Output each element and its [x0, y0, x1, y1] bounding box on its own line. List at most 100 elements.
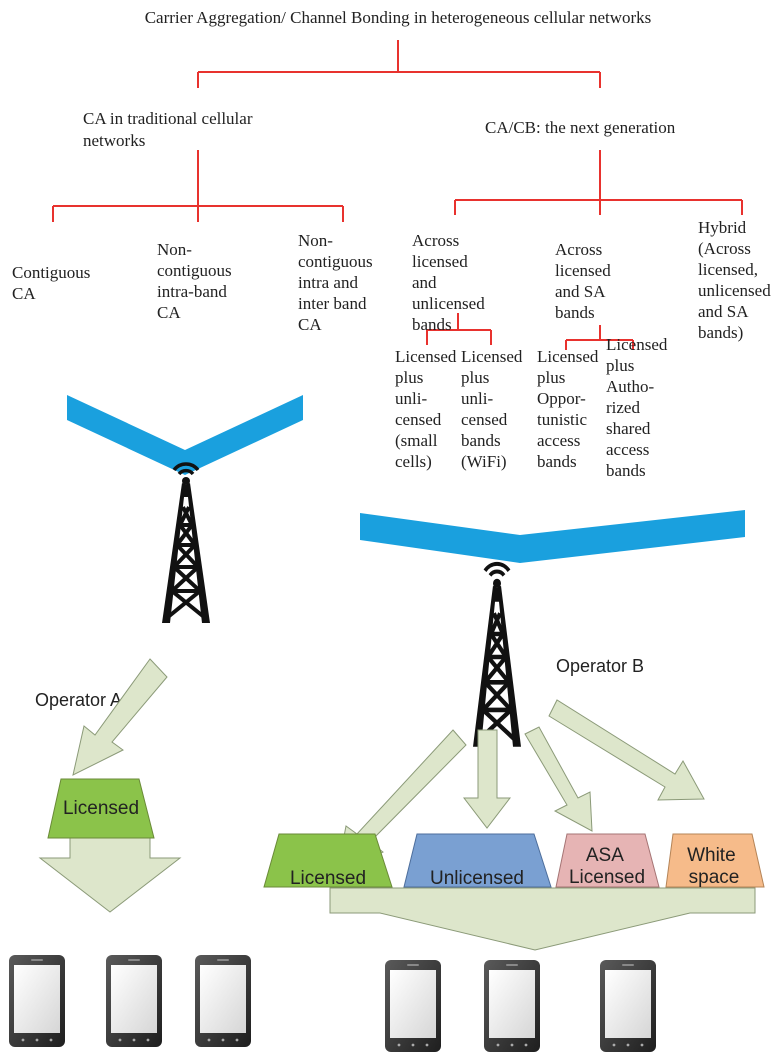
node-hybrid-line: bands): [698, 323, 743, 342]
leaf-licensed-authorized-shared-line: rized: [606, 398, 640, 417]
operator-b-label: Operator B: [556, 656, 644, 676]
node-noncontiguous-intra-band-line: CA: [157, 303, 181, 322]
band-white-space-line: White: [687, 845, 736, 866]
tower-operator-a-icon: [160, 462, 212, 625]
leaf-licensed-wifi-line: (WiFi): [461, 452, 507, 471]
node-noncontiguous-intra-band-line: contiguous: [157, 261, 232, 280]
node-across-licensed-sa: Across licensed and SA bands: [555, 240, 615, 322]
leaf-licensed-small-cells-line: censed: [395, 410, 442, 429]
leaf-licensed-authorized-shared-line: shared: [606, 419, 651, 438]
band-licensed-b-label: Licensed: [290, 868, 366, 889]
node-hybrid-line: Hybrid: [698, 218, 747, 237]
leaf-licensed-opportunistic-line: plus: [537, 368, 565, 387]
phone-icon: [195, 955, 251, 1047]
node-noncontiguous-intra-inter-band-line: CA: [298, 315, 322, 334]
node-across-licensed-unlicensed-line: unlicensed: [412, 294, 485, 313]
arrow-b-to-asa: [524, 726, 593, 832]
right-funnel-banner: [360, 510, 745, 563]
node-noncontiguous-intra-inter-band-line: inter band: [298, 294, 367, 313]
leaf-licensed-small-cells: Licensed plus unli- censed (small cells): [395, 347, 461, 471]
phone-icon: [9, 955, 65, 1047]
node-ca-traditional-line: networks: [83, 131, 145, 150]
node-noncontiguous-intra-inter-band-line: Non-: [298, 231, 333, 250]
node-noncontiguous-intra-band: Non- contiguous intra-band CA: [157, 240, 236, 322]
phone-icon: [106, 955, 162, 1047]
band-white-space: [665, 833, 765, 888]
leaf-licensed-opportunistic-line: access: [537, 431, 580, 450]
leaf-licensed-wifi-line: censed: [461, 410, 508, 429]
band-white-space-line: space: [689, 867, 740, 888]
node-noncontiguous-intra-inter-band-line: contiguous: [298, 252, 373, 271]
node-noncontiguous-intra-band-line: Non-: [157, 240, 192, 259]
node-hybrid-line: unlicensed: [698, 281, 771, 300]
band-licensed-a-label: Licensed: [63, 798, 139, 819]
leaf-licensed-small-cells-line: Licensed: [395, 347, 457, 366]
leaf-licensed-opportunistic-line: Licensed: [537, 347, 599, 366]
leaf-licensed-opportunistic: Licensed plus Oppor- tunistic access ban…: [537, 347, 603, 471]
node-across-licensed-sa-line: bands: [555, 303, 595, 322]
tower-operator-b-icon: [473, 564, 521, 747]
band-asa-licensed-line: ASA: [586, 845, 624, 866]
band-asa-licensed-line: Licensed: [569, 867, 645, 888]
arrow-operator-a-to-licensed: [72, 658, 168, 776]
leaf-licensed-small-cells-line: unli-: [395, 389, 427, 408]
node-hybrid: Hybrid (Across licensed, unlicensed and …: [698, 218, 775, 342]
arrow-b-to-white-space: [548, 699, 705, 801]
node-noncontiguous-intra-band-line: intra-band: [157, 282, 227, 301]
node-noncontiguous-intra-inter-band: Non- contiguous intra and inter band CA: [298, 231, 377, 334]
leaf-licensed-wifi-line: Licensed: [461, 347, 523, 366]
leaf-licensed-authorized-shared-line: bands: [606, 461, 646, 480]
leaf-licensed-wifi-line: unli-: [461, 389, 493, 408]
arrow-b-to-unlicensed: [462, 729, 512, 829]
arrow-licensed-to-phones-a: [38, 832, 182, 913]
node-noncontiguous-intra-inter-band-line: intra and: [298, 273, 358, 292]
node-ca-traditional: CA in traditional cellular networks: [83, 109, 257, 150]
leaf-licensed-opportunistic-line: tunistic: [537, 410, 588, 429]
leaf-licensed-authorized-shared: Licensed plus Autho- rized shared access…: [606, 335, 672, 480]
leaf-licensed-authorized-shared-line: Licensed: [606, 335, 668, 354]
band-licensed-a: [47, 778, 155, 839]
leaf-licensed-wifi-line: plus: [461, 368, 489, 387]
node-across-licensed-unlicensed-line: licensed: [412, 252, 468, 271]
node-across-licensed-sa-line: Across: [555, 240, 602, 259]
leaf-licensed-authorized-shared-line: access: [606, 440, 649, 459]
node-across-licensed-sa-line: licensed: [555, 261, 611, 280]
band-asa-licensed-label: ASA Licensed: [569, 845, 645, 888]
leaf-licensed-wifi: Licensed plus unli- censed bands (WiFi): [461, 347, 527, 471]
node-contiguous-ca: Contiguous CA: [12, 263, 95, 303]
left-funnel-banner: [67, 395, 303, 475]
band-licensed-b: [263, 833, 393, 888]
leaf-licensed-opportunistic-line: bands: [537, 452, 577, 471]
leaf-licensed-authorized-shared-line: plus: [606, 356, 634, 375]
node-ca-next-generation: CA/CB: the next generation: [485, 118, 676, 137]
node-across-licensed-unlicensed-line: bands: [412, 315, 452, 334]
band-unlicensed-label: Unlicensed: [430, 868, 524, 889]
arrow-bands-to-phones-b: [329, 887, 756, 951]
node-across-licensed-unlicensed-line: Across: [412, 231, 459, 250]
node-contiguous-ca-line: CA: [12, 284, 36, 303]
node-across-licensed-unlicensed-line: and: [412, 273, 437, 292]
band-unlicensed: [403, 833, 552, 888]
band-white-space-label: White space: [687, 845, 741, 888]
operator-a-label: Operator A: [35, 690, 122, 710]
phone-icon: [600, 960, 656, 1052]
diagram-title: Carrier Aggregation/ Channel Bonding in …: [145, 8, 652, 27]
leaf-licensed-small-cells-line: cells): [395, 452, 432, 471]
node-hybrid-line: licensed,: [698, 260, 758, 279]
phone-icon: [385, 960, 441, 1052]
arrows: [38, 658, 756, 951]
leaf-licensed-authorized-shared-line: Autho-: [606, 377, 655, 396]
leaf-licensed-small-cells-line: (small: [395, 431, 438, 450]
leaf-licensed-opportunistic-line: Oppor-: [537, 389, 586, 408]
node-hybrid-line: and SA: [698, 302, 749, 321]
tree-connectors: [52, 40, 743, 350]
node-ca-traditional-line: CA in traditional cellular: [83, 109, 253, 128]
node-hybrid-line: (Across: [698, 239, 751, 258]
band-asa-licensed: [555, 833, 660, 888]
leaf-licensed-small-cells-line: plus: [395, 368, 423, 387]
node-contiguous-ca-line: Contiguous: [12, 263, 90, 282]
node-across-licensed-sa-line: and SA: [555, 282, 606, 301]
leaf-licensed-wifi-line: bands: [461, 431, 501, 450]
